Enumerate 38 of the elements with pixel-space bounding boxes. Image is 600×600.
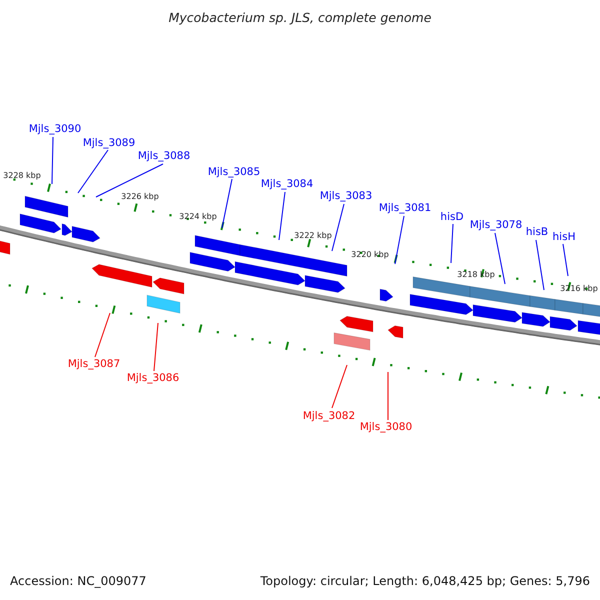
gene-label: hisB bbox=[526, 226, 548, 238]
leader-line bbox=[96, 164, 164, 198]
scale-label: 3222 kbp bbox=[294, 232, 332, 240]
gene-label: Mjls_3088 bbox=[138, 150, 190, 162]
leader-line bbox=[562, 244, 568, 276]
gene-label: Mjls_3078 bbox=[470, 220, 522, 230]
gene-label: Mjls_3087 bbox=[68, 358, 120, 370]
gene-label: hisD bbox=[440, 212, 464, 222]
leader-line bbox=[52, 136, 54, 184]
gene-label: hisH bbox=[552, 232, 576, 242]
leader-line bbox=[394, 216, 404, 264]
leader-line bbox=[222, 178, 232, 228]
scale-label: 3226 kbp bbox=[121, 193, 159, 201]
gene-label: Mjls_3081 bbox=[378, 202, 432, 214]
leader-line bbox=[154, 322, 158, 372]
scale-label: 3228 kbp bbox=[3, 172, 41, 180]
leader-line bbox=[278, 192, 286, 240]
gene-label: Mjls_3083 bbox=[320, 190, 372, 202]
scale-label: 3224 kbp bbox=[179, 213, 217, 221]
gene-label: Mjls_3090 bbox=[28, 124, 82, 134]
leader-line bbox=[536, 240, 544, 290]
leader-line bbox=[332, 204, 344, 252]
scale-label: 3220 kbp bbox=[351, 251, 389, 259]
gene-label: Mjls_3089 bbox=[82, 138, 136, 148]
gene-label: Mjls_3080 bbox=[360, 422, 412, 432]
leader-line bbox=[450, 224, 454, 264]
leader-line bbox=[332, 364, 348, 408]
footer-text: Topology: circular; Length: 6,048,425 bp; Genes: 5,796 bbox=[260, 575, 590, 587]
leader-line bbox=[94, 312, 110, 358]
leader-line bbox=[78, 150, 108, 194]
leader-line bbox=[494, 232, 506, 284]
gene-label: Mjls_3086 bbox=[126, 372, 180, 384]
scale-label: 3216 kbp bbox=[560, 285, 598, 293]
gene-label: Mjls_3084 bbox=[260, 178, 314, 190]
footer-text: Accession: NC_009077 bbox=[10, 575, 146, 587]
gene-label: Mjls_3085 bbox=[208, 166, 260, 178]
title: Mycobacterium sp. JLS, complete genome bbox=[168, 12, 432, 24]
gene-label: Mjls_3082 bbox=[302, 410, 356, 422]
